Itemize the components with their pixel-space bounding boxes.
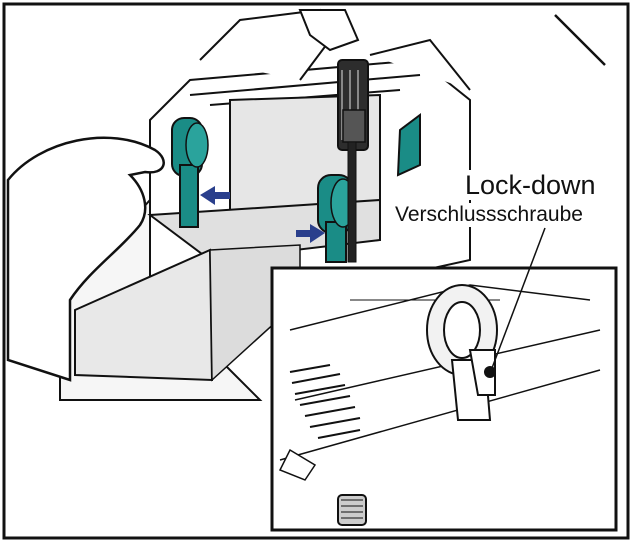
inset-detail: [270, 266, 618, 532]
right-bracket: [396, 113, 421, 177]
callout-label-secondary: Verschlussschraube: [392, 203, 586, 227]
upper-hand: [298, 9, 360, 52]
left-hand-icon: [6, 136, 165, 382]
left-arrow-icon: [200, 186, 230, 205]
left-media-guide: [171, 117, 209, 228]
screwdriver: [337, 59, 369, 263]
push-arrows: [200, 186, 325, 243]
printer-lid-edge: [554, 14, 606, 66]
callout-leader: [491, 227, 546, 369]
callout-label-primary: Lock-down: [462, 170, 599, 200]
right-arrow-icon: [296, 224, 325, 243]
lock-down-screw: [484, 366, 496, 378]
